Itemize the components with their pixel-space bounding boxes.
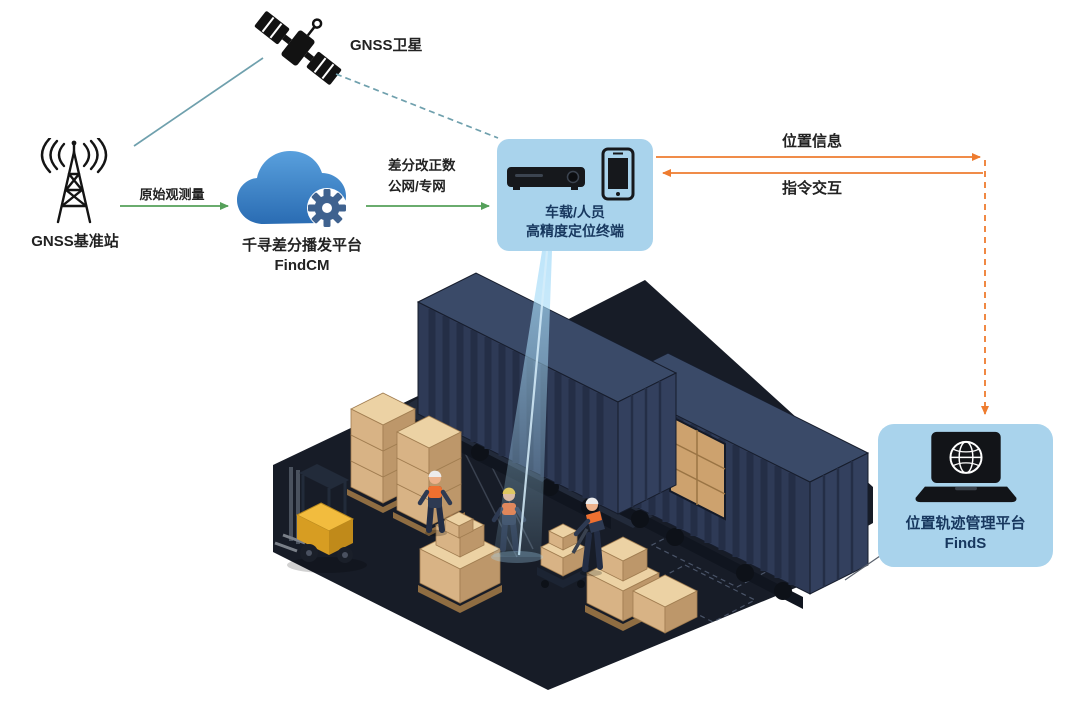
corrections-label: 差分改正数 公网/专网 [388, 155, 456, 197]
base-station-icon [40, 138, 108, 224]
position-info-label: 位置信息 [781, 133, 842, 150]
globe-icon [948, 440, 983, 474]
laptop-globe-icon [915, 431, 1016, 503]
platform-name: 位置轨迹管理平台 [905, 515, 1026, 532]
terminal-devices [507, 147, 635, 201]
cloud-platform-name: 千寻差分播发平台 [241, 237, 362, 254]
receiver-icon [507, 167, 585, 190]
worker-1 [417, 470, 453, 537]
satellite-icon [254, 11, 342, 85]
smartphone-icon [601, 147, 635, 201]
worker-3 [571, 497, 605, 577]
terminal-label-line-1: 车载/人员 [545, 204, 605, 220]
link-satellite-to-terminal [335, 73, 499, 139]
base-station-label: GNSS基准站 [31, 233, 119, 250]
cloud-platform-icon [237, 151, 347, 228]
corrections-line-2: 公网/专网 [388, 179, 446, 194]
link-satellite-to-base [133, 57, 264, 147]
command-exchange-label: 指令交互 [781, 180, 842, 197]
platform-product: FindS [944, 535, 987, 552]
raw-observations-label: 原始观测量 [139, 187, 205, 202]
cloud-platform-product: FindCM [274, 257, 330, 274]
platform-node: 位置轨迹管理平台 FindS [878, 424, 1053, 567]
satellite-label: GNSS卫星 [350, 37, 423, 54]
terminal-node: 车载/人员 高精度定位终端 [497, 139, 653, 251]
warehouse-illustration [273, 250, 873, 690]
cloud-platform-label: 千寻差分播发平台 FindCM [224, 236, 380, 276]
forklift [274, 464, 367, 573]
gear-icon [308, 189, 346, 227]
box-stacks [347, 392, 698, 634]
pallet-jack [537, 567, 589, 588]
terminal-label-line-2: 高精度定位终端 [526, 223, 624, 239]
corrections-line-1: 差分改正数 [388, 158, 456, 173]
light-beam [491, 250, 552, 563]
